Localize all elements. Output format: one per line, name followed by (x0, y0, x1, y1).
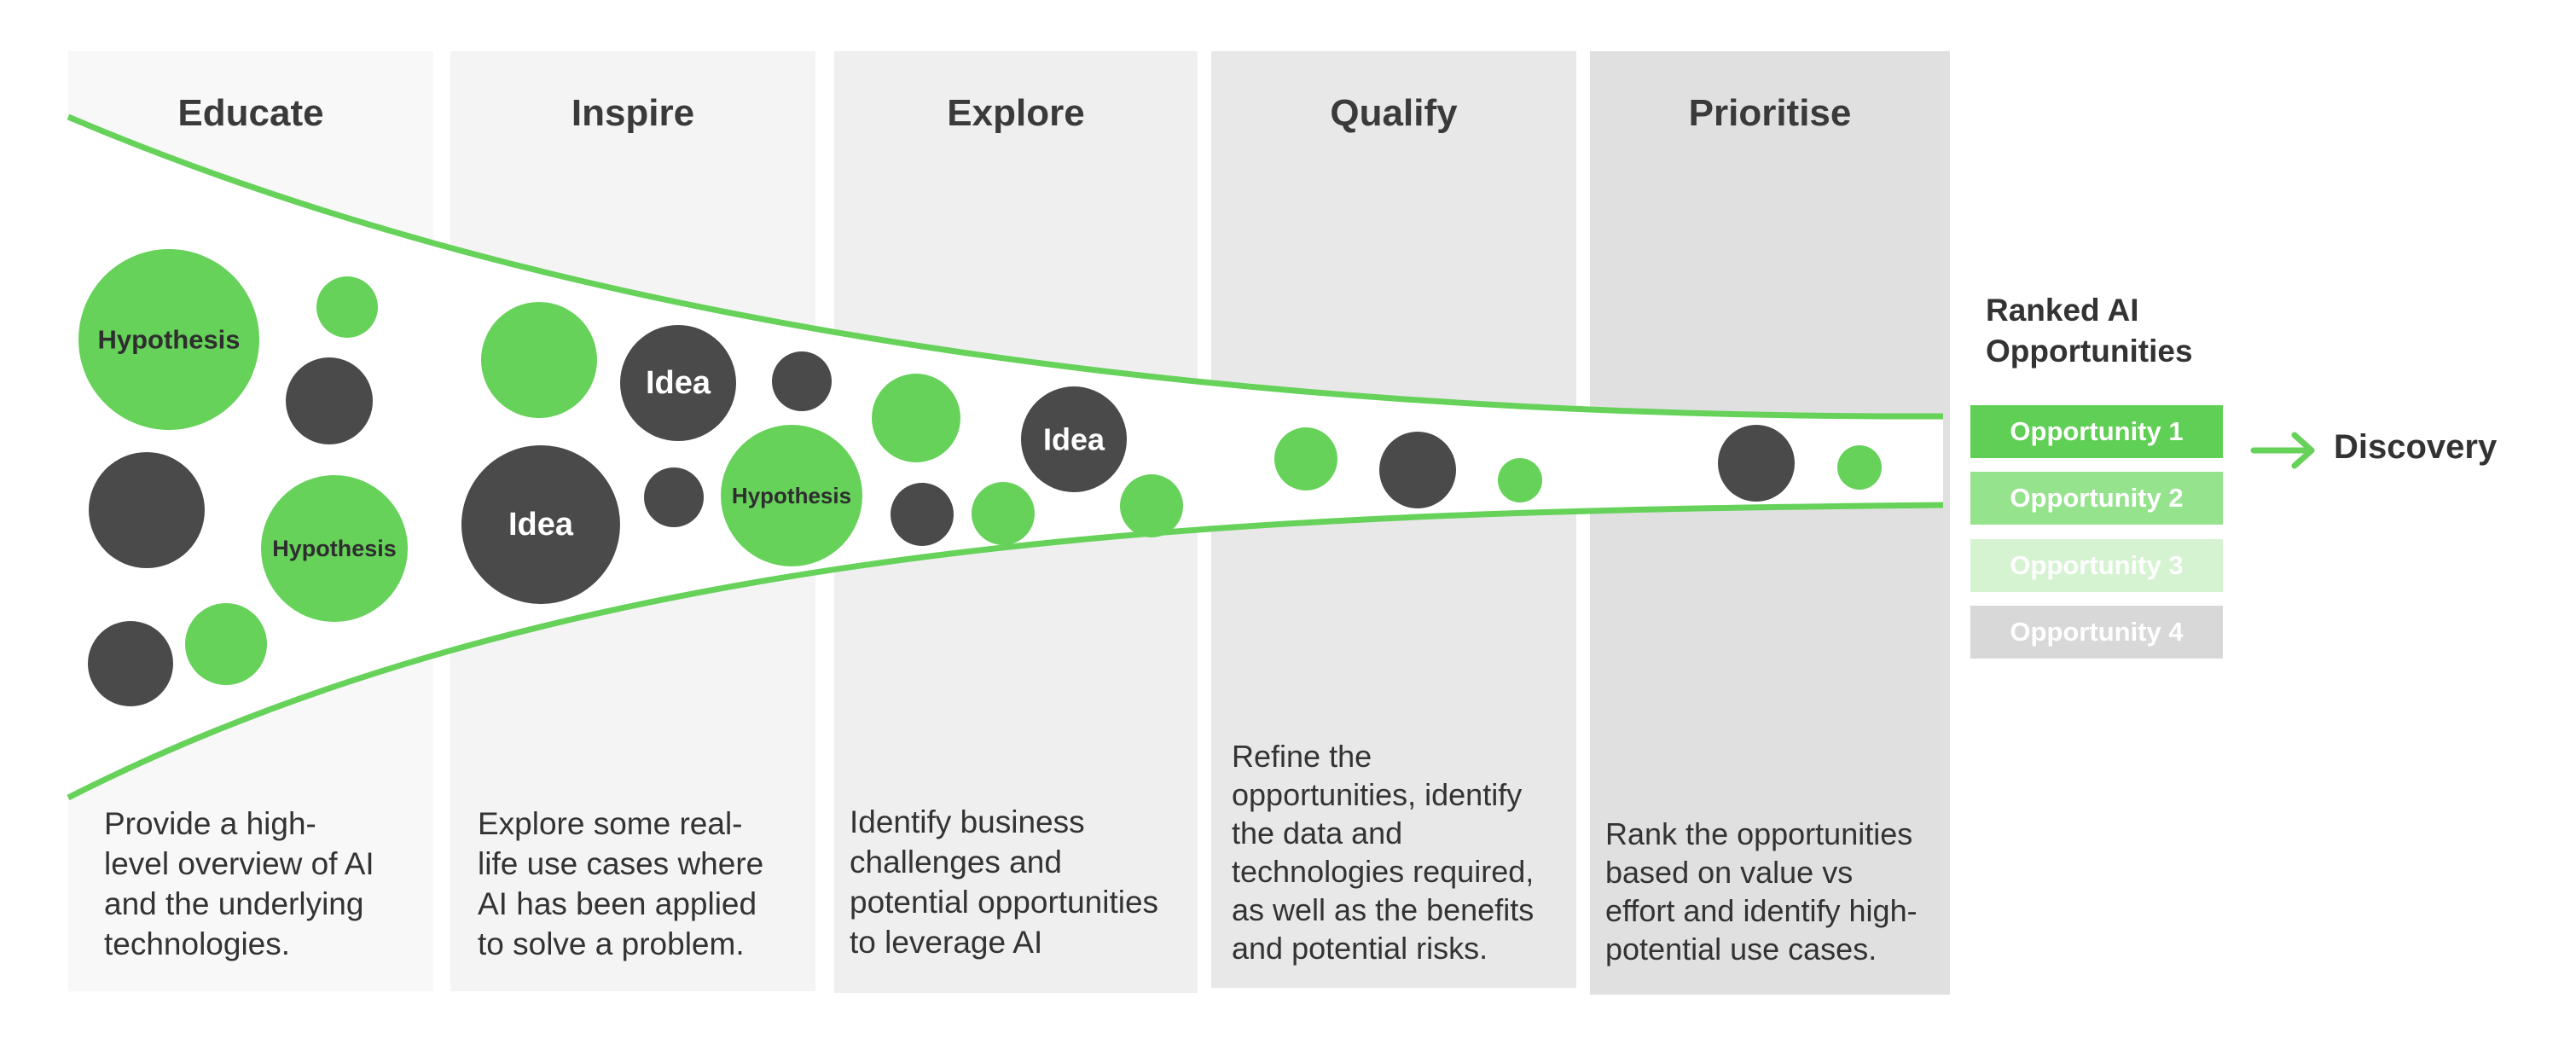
bubble (1120, 474, 1183, 537)
ranked-title-line: Opportunities (1986, 334, 2193, 369)
description-line: based on value vs (1605, 855, 1854, 890)
bubble-label-idea: Idea (1043, 422, 1105, 457)
stage-title-inspire: Inspire (571, 92, 695, 134)
bubble (872, 374, 960, 462)
description-line: to leverage AI (850, 925, 1043, 960)
bubble (1718, 425, 1795, 502)
bubble (1274, 427, 1337, 491)
bubble (1379, 432, 1456, 508)
description-line: level overview of AI (104, 846, 374, 881)
description-line: Refine the (1232, 739, 1372, 774)
description-line: the data and (1232, 816, 1403, 851)
stage-title-qualify: Qualify (1330, 92, 1458, 134)
description-line: and potential risks. (1232, 931, 1488, 966)
description-line: to solve a problem. (478, 926, 745, 961)
funnel-top-edge (67, 113, 1944, 420)
bubble (1837, 445, 1882, 490)
bubble-label-hypothesis: Hypothesis (732, 483, 851, 508)
ranked-opportunities-title: Ranked AI Opportunities (1986, 290, 2259, 372)
stage-column-prioritise: Prioritise (1590, 51, 1950, 995)
opportunity-4: Opportunity 4 (1970, 606, 2223, 659)
bubble (644, 467, 704, 527)
discovery-label: Discovery (2334, 428, 2498, 466)
stage-description-qualify: Refine the opportunities, identify the d… (1232, 737, 1573, 967)
bubble (185, 603, 267, 685)
description-line: and the underlying (104, 886, 364, 921)
description-line: technologies. (104, 926, 291, 961)
stage-description-inspire: Explore some real- life use cases where … (478, 804, 810, 964)
opportunity-2: Opportunity 2 (1970, 472, 2223, 525)
opportunity-3: Opportunity 3 (1970, 539, 2223, 592)
bubble (1498, 458, 1542, 502)
funnel-bottom-edge (67, 502, 1944, 801)
bubble-label-hypothesis: Hypothesis (272, 536, 397, 561)
bubble-label-hypothesis: Hypothesis (97, 325, 240, 355)
bubble (772, 351, 832, 411)
bubble (461, 445, 620, 604)
stage-description-prioritise: Rank the opportunities based on value vs… (1605, 815, 1947, 968)
description-line: Explore some real- (478, 806, 743, 841)
stage-title-prioritise: Prioritise (1688, 92, 1852, 134)
description-line: effort and identify high- (1605, 893, 1917, 928)
stage-title-educate: Educate (177, 92, 324, 134)
description-line: opportunities, identify (1232, 777, 1523, 812)
description-line: Identify business (850, 804, 1085, 839)
description-line: Rank the opportunities (1605, 816, 1913, 851)
description-line: life use cases where (478, 846, 764, 881)
bubble (481, 302, 597, 418)
bubble-label-idea: Idea (646, 365, 711, 401)
bubble (78, 249, 259, 430)
description-line: Provide a high- (104, 806, 316, 841)
bubble (88, 621, 173, 706)
arrow-right-icon (2250, 432, 2315, 469)
bubble (972, 482, 1035, 545)
ranked-title-line: Ranked AI (1986, 293, 2139, 328)
bubble (891, 483, 954, 546)
description-line: AI has been applied (478, 886, 757, 921)
description-line: potential use cases. (1605, 932, 1877, 967)
description-line: technologies required, (1232, 854, 1535, 889)
bubble (316, 276, 378, 338)
bubble (1021, 386, 1127, 492)
stage-description-educate: Provide a high- level overview of AI and… (104, 804, 428, 964)
bubble (721, 425, 862, 566)
bubble (89, 452, 205, 568)
stage-description-explore: Identify business challenges and potenti… (850, 802, 1195, 962)
description-line: challenges and (850, 845, 1062, 880)
stage-title-explore: Explore (947, 92, 1085, 134)
description-line: potential opportunities (850, 885, 1159, 920)
bubble-label-idea: Idea (508, 507, 574, 543)
opportunity-1: Opportunity 1 (1970, 405, 2223, 458)
description-line: as well as the benefits (1232, 892, 1535, 927)
bubble (286, 357, 373, 444)
bubble (261, 475, 408, 622)
bubble (620, 325, 736, 441)
